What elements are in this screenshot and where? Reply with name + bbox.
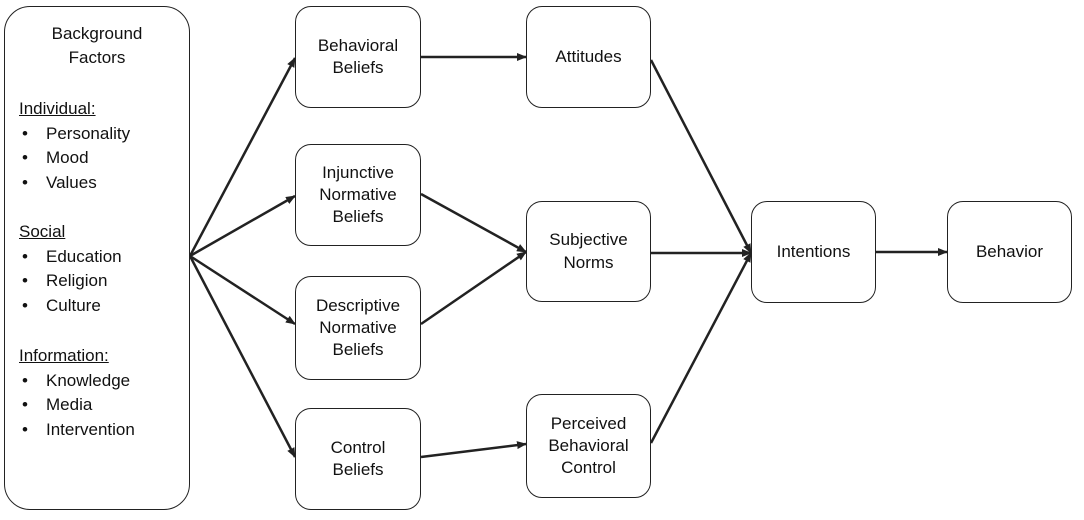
node-label: Control Beliefs	[330, 437, 386, 479]
node-label: Behavioral Beliefs	[317, 35, 399, 77]
node-perceived-behavioral-control: Perceived Behavioral Control	[526, 394, 651, 498]
list-item: Mood	[19, 146, 183, 171]
list-item: Intervention	[19, 418, 183, 443]
node-behavioral-beliefs: Behavioral Beliefs	[295, 6, 421, 108]
list-item: Culture	[19, 294, 183, 319]
node-intentions: Intentions	[751, 201, 876, 303]
group-information: Information: Knowledge Media Interventio…	[19, 344, 183, 443]
background-factors-title: Background Factors	[51, 24, 143, 67]
list-item: Values	[19, 171, 183, 196]
node-subjective-norms: Subjective Norms	[526, 201, 651, 302]
arrow-injunctive-normative-beliefs-to-subjective-norms	[420, 192, 527, 254]
arrow-perceived-behavioral-control-to-intentions	[649, 252, 753, 444]
node-label: Subjective Norms	[549, 230, 628, 272]
node-label: Intentions	[776, 241, 851, 261]
list-item: Media	[19, 393, 183, 418]
group-heading-information: Information:	[19, 346, 109, 365]
node-control-beliefs: Control Beliefs	[295, 408, 421, 510]
arrow-background-to-control-beliefs	[188, 255, 297, 458]
group-individual: Individual: Personality Mood Values	[19, 97, 183, 196]
group-social: Social Education Religion Culture	[19, 220, 183, 319]
node-behavior: Behavior	[947, 201, 1072, 303]
list-item: Education	[19, 245, 183, 270]
list-item: Religion	[19, 269, 183, 294]
node-label: Descriptive Normative Beliefs	[315, 295, 401, 360]
arrow-descriptive-normative-beliefs-to-subjective-norms	[420, 250, 527, 326]
list-item: Knowledge	[19, 369, 183, 394]
node-label: Perceived Behavioral Control	[548, 413, 629, 478]
node-attitudes: Attitudes	[526, 6, 651, 108]
group-heading-social: Social	[19, 222, 66, 241]
arrow-background-to-behavioral-beliefs	[188, 57, 297, 257]
node-label: Injunctive Normative Beliefs	[319, 162, 397, 227]
group-heading-individual: Individual:	[19, 99, 96, 118]
node-label: Attitudes	[555, 46, 622, 66]
background-factors-box: Background Factors Individual: Personali…	[4, 6, 190, 510]
arrow-control-beliefs-to-perceived-behavioral-control	[420, 441, 527, 459]
node-descriptive-normative-beliefs: Descriptive Normative Beliefs	[295, 276, 421, 380]
arrow-attitudes-to-intentions	[649, 59, 753, 254]
node-label: Behavior	[975, 241, 1044, 261]
arrow-background-to-injunctive-normative-beliefs	[189, 194, 296, 258]
node-injunctive-normative-beliefs: Injunctive Normative Beliefs	[295, 144, 421, 246]
list-item: Personality	[19, 122, 183, 147]
arrow-background-to-descriptive-normative-beliefs	[189, 254, 296, 326]
